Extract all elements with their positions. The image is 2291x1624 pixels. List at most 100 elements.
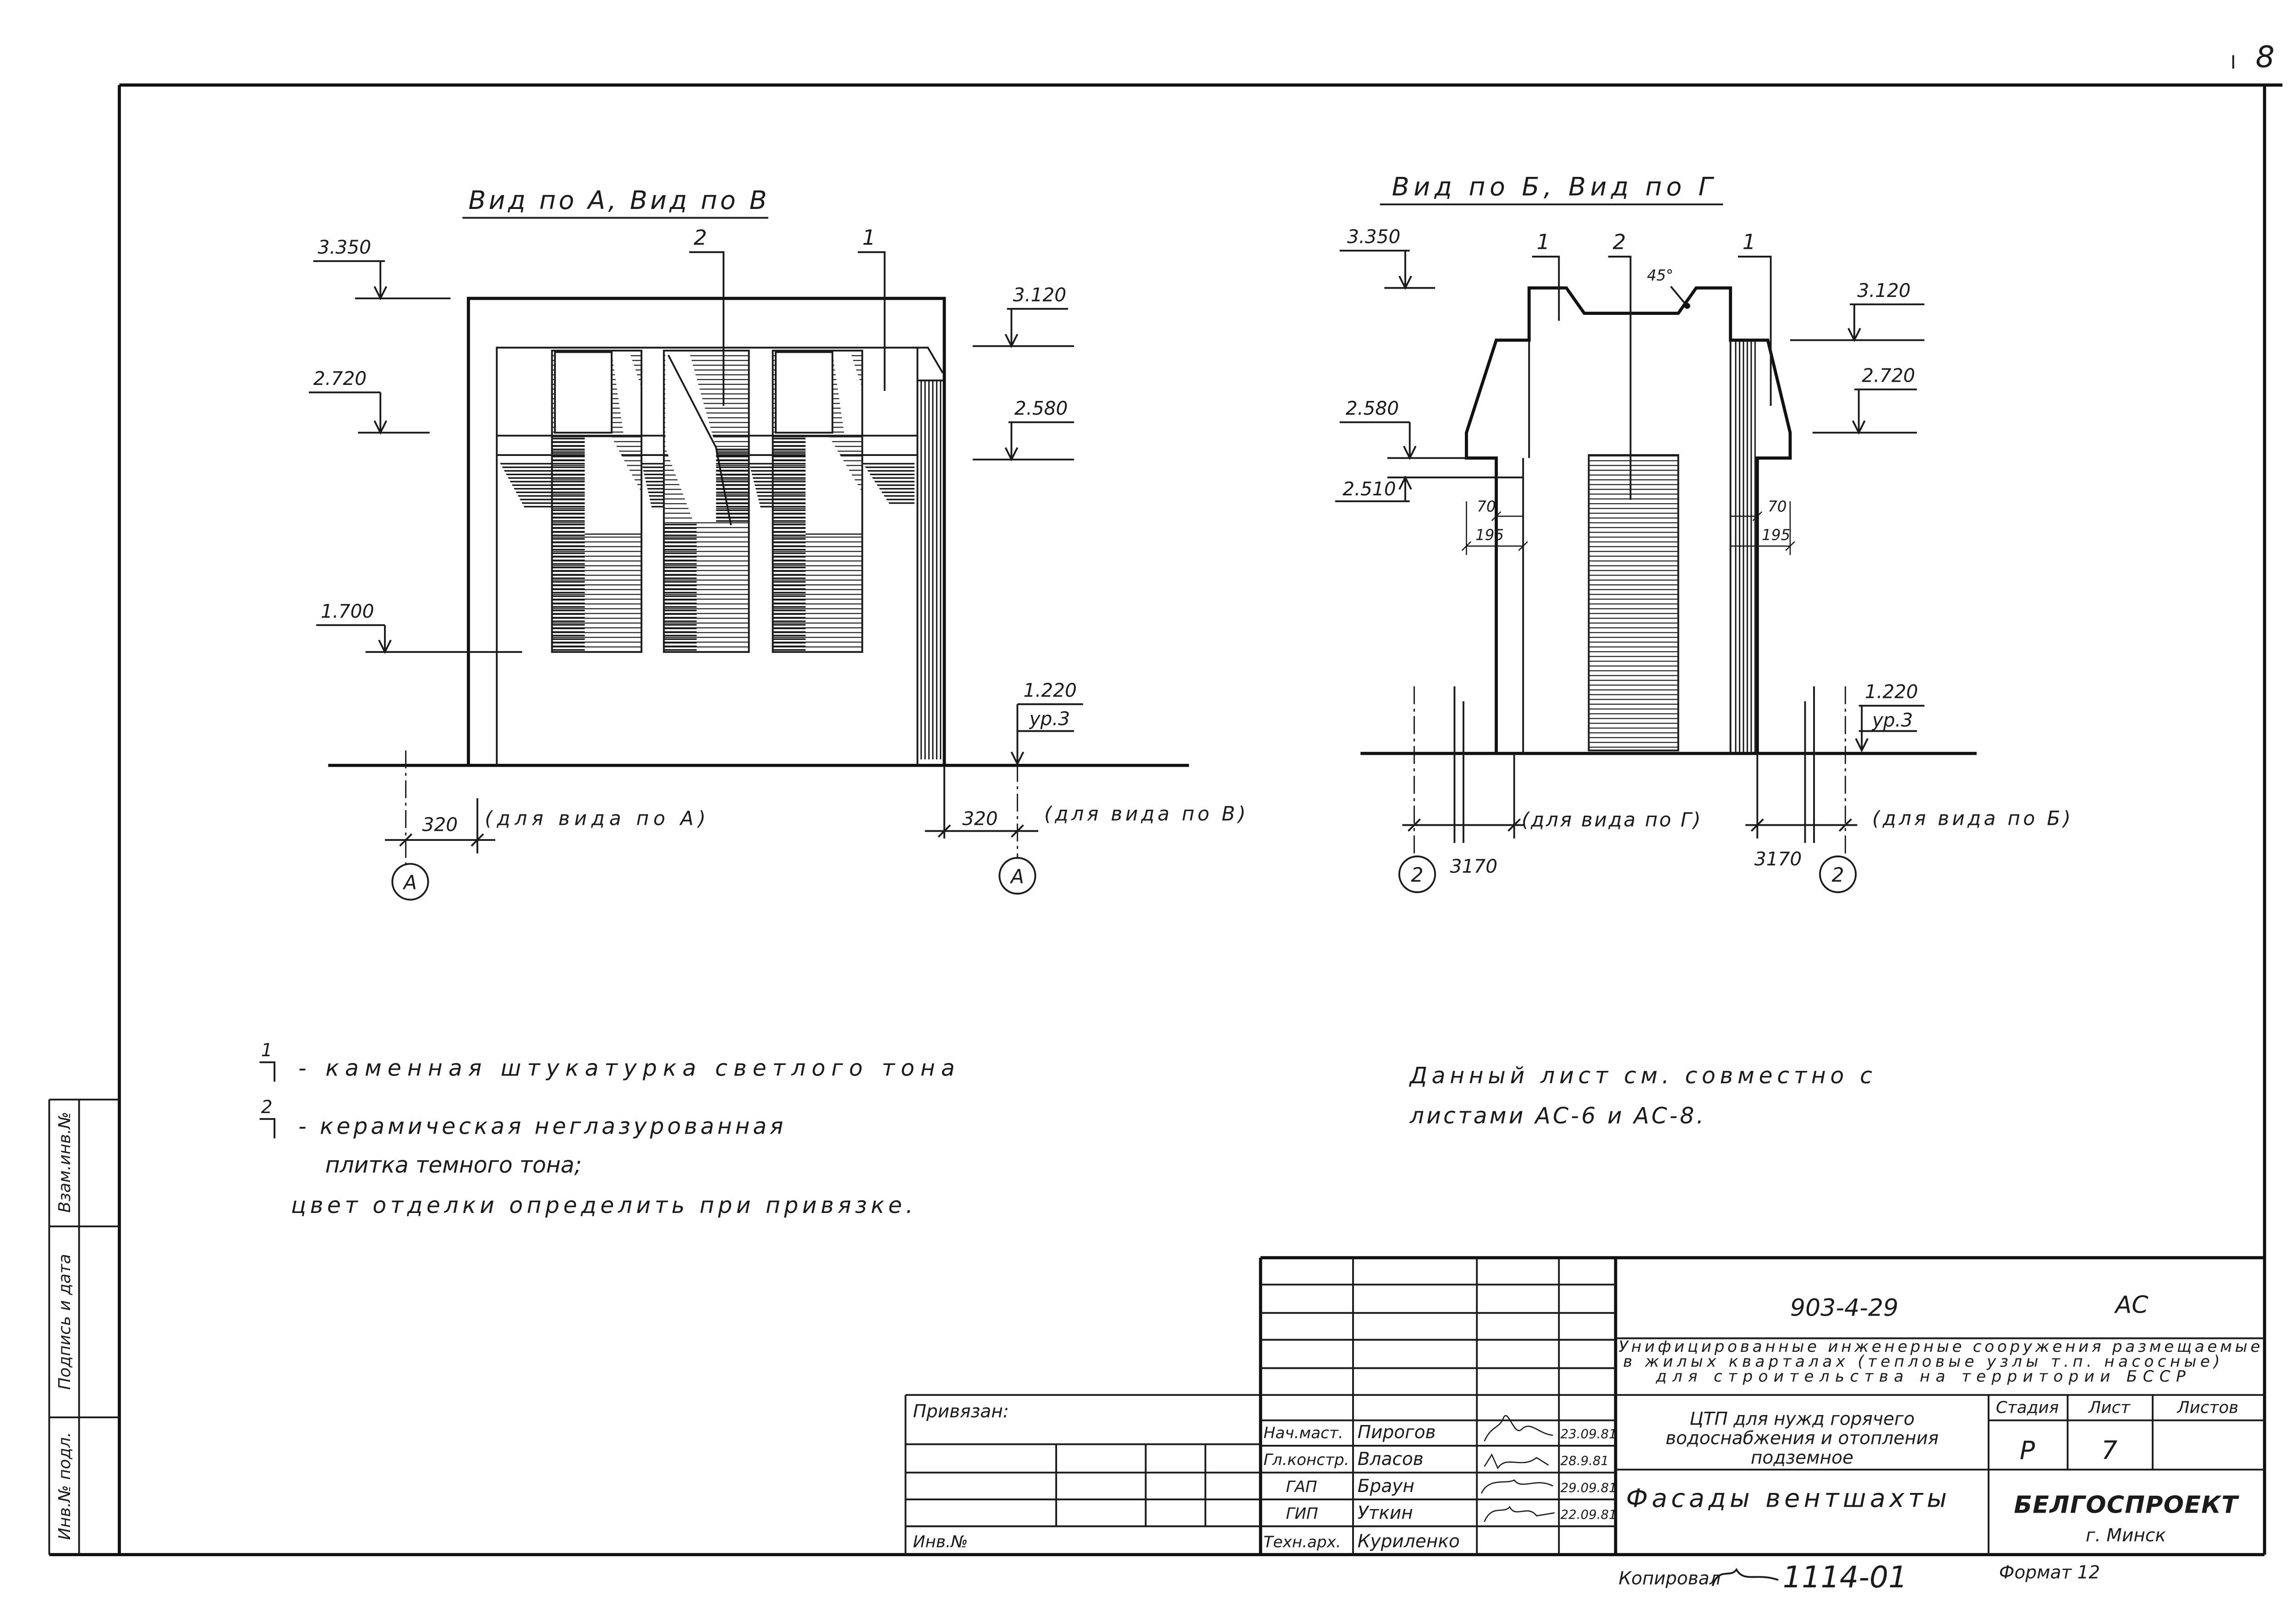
dimension-note: (для вида по Б) [1872, 807, 2071, 829]
remark: Данный лист см. совместно с листами АС-6… [1409, 1063, 1872, 1129]
signature-row: Нач.маст. Пирогов 23.09.81 [1264, 1415, 1617, 1443]
elevation-label: 3.350 [318, 236, 371, 258]
elevation-label: 2.580 [1014, 397, 1068, 419]
signature-date: 22.09.81 [1561, 1507, 1617, 1522]
copy-signature [1711, 1568, 1779, 1586]
signature-name: Власов [1358, 1449, 1424, 1470]
signature-name: Браун [1358, 1476, 1414, 1497]
elevation-label: 2.720 [1862, 364, 1915, 386]
louver-column [772, 350, 863, 653]
signature-role: Гл.констр. [1264, 1451, 1349, 1469]
dimension-left: 320 (для вида по А) А [384, 750, 706, 901]
elevation-mark: 2.580 [972, 397, 1074, 462]
doc-code: 903-4-29 [1790, 1295, 1898, 1322]
inv-label: Инв.№ [913, 1532, 968, 1551]
signature-role: Техн.арх. [1264, 1533, 1341, 1551]
view-title: Вид по А, Вид по В [468, 186, 767, 215]
sheet-frame [49, 55, 2283, 1557]
view-a-v: Вид по А, Вид по В [308, 186, 1246, 901]
callout-2: 2 [1608, 230, 1632, 500]
dimension-value: 3170 [1754, 848, 1802, 870]
elevation-label: 3.350 [1347, 226, 1400, 248]
elevation-mark: 2.510 [1335, 475, 1496, 502]
dimension-value: 320 [962, 807, 998, 829]
elevation-mark: 2.720 [308, 368, 430, 435]
callout-1-right: 1 [1737, 230, 1772, 406]
signature-date: 29.09.81 [1561, 1480, 1617, 1495]
elevation-label: 1.700 [321, 600, 374, 622]
signature-row: Техн.арх. Куриленко [1264, 1531, 1460, 1552]
legend-number: 2 [261, 1097, 273, 1118]
grille [1588, 454, 1679, 752]
dimension-value: 70 [1768, 498, 1787, 516]
callout-number: 1 [862, 225, 876, 250]
callout-1: 1 [858, 225, 886, 391]
elevation-mark: 3.120 [972, 284, 1074, 348]
elevation-mark: 3.120 [1790, 280, 1924, 342]
dimension-small-right: 70 195 [1730, 498, 1795, 555]
elevation-mark: 3.350 [313, 236, 451, 301]
margin-stamp: Взам.инв.№ Подпись и дата Инв.№ подл. [48, 1098, 120, 1555]
angle-label: 45° [1647, 267, 1673, 284]
elevation-mark: 1.220 ур.3 [1010, 679, 1083, 766]
series-title: для строительства на территории БССР [1655, 1367, 2186, 1386]
legend-text: - каменная штукатурка светлого тона [298, 1055, 955, 1081]
city: г. Минск [2086, 1525, 2166, 1546]
stage-value: Р [2020, 1436, 2035, 1465]
elevation-mark: 2.720 [1812, 364, 1917, 435]
dimension-value: 320 [422, 814, 458, 836]
dimension-value: 3170 [1450, 856, 1498, 878]
remark-line: листами АС-6 и АС-8. [1409, 1103, 1704, 1129]
callout-1-left: 1 [1532, 230, 1560, 321]
format-label: Формат 12 [1999, 1563, 2100, 1583]
louver-column [551, 350, 642, 653]
copy-number: 1114-01 [1783, 1560, 1907, 1595]
signature-name: Пирогов [1358, 1422, 1436, 1443]
dimension-value: 195 [1762, 527, 1790, 544]
axis-marker: А [402, 871, 417, 894]
dimension-note: (для вида по В) [1044, 803, 1246, 825]
title-block: Привязан: Инв.№ 903-4-29 АС Унифицирован… [904, 1256, 2265, 1555]
dimension-value: 195 [1475, 527, 1504, 544]
elevation-label: 1.220 [1023, 679, 1076, 701]
sheet-header: Лист [2088, 1398, 2131, 1417]
sheet-title: Фасады вентшахты [1626, 1484, 1947, 1513]
remark-line: Данный лист см. совместно с [1409, 1063, 1872, 1089]
elevation-label: 3.120 [1013, 284, 1066, 306]
dimension-note: (для вида по Г) [1522, 809, 1701, 831]
signature-name: Куриленко [1358, 1531, 1460, 1552]
sheets-header: Листов [2176, 1398, 2239, 1417]
legend-text: плитка темного тона; [325, 1152, 582, 1178]
callout-number: 2 [694, 225, 707, 250]
elevation-label: 2.510 [1343, 478, 1396, 500]
organization: БЕЛГОСПРОЕКТ [2014, 1491, 2239, 1519]
dimension-right: 3170 (для вида по Б) 2 [1745, 686, 2071, 893]
view-b-g: Вид по Б, Вид по Г 1 2 1 45° [1335, 173, 2071, 893]
sheet-value: 7 [2101, 1436, 2117, 1465]
elevation-mark: 1.700 [316, 600, 522, 654]
object-title: ЦТП для нужд горячего [1689, 1409, 1914, 1429]
footer: Копировал 1114-01 Формат 12 [1619, 1560, 2100, 1595]
object-title: водоснабжения и отопления [1666, 1428, 1939, 1449]
signature-name: Уткин [1358, 1503, 1413, 1523]
elevation-mark: 3.350 [1339, 226, 1436, 290]
dimension-value: 70 [1477, 498, 1496, 516]
signature-row: Гл.констр. Власов 28.9.81 [1264, 1449, 1609, 1470]
legend-text: - керамическая неглазурованная [298, 1113, 783, 1139]
level-name: ур.3 [1871, 709, 1913, 731]
dimension-note: (для вида по А) [485, 807, 706, 829]
object-title: подземное [1751, 1448, 1853, 1468]
level-name: ур.3 [1028, 708, 1070, 730]
original-inv-label: Инв.№ подл. [55, 1432, 74, 1540]
legend-number: 1 [261, 1040, 273, 1061]
signature-date: 28.9.81 [1561, 1453, 1609, 1468]
callout-number: 1 [1743, 230, 1756, 254]
signature-role: ГИП [1286, 1504, 1318, 1523]
finish-note: цвет отделки определить при привязке. [291, 1192, 913, 1218]
louver-column [663, 350, 750, 653]
angle-note: 45° [1647, 267, 1690, 309]
signature-date-label: Подпись и дата [55, 1254, 74, 1390]
page-number: 8 [2256, 40, 2275, 75]
bound-label: Привязан: [913, 1401, 1009, 1422]
